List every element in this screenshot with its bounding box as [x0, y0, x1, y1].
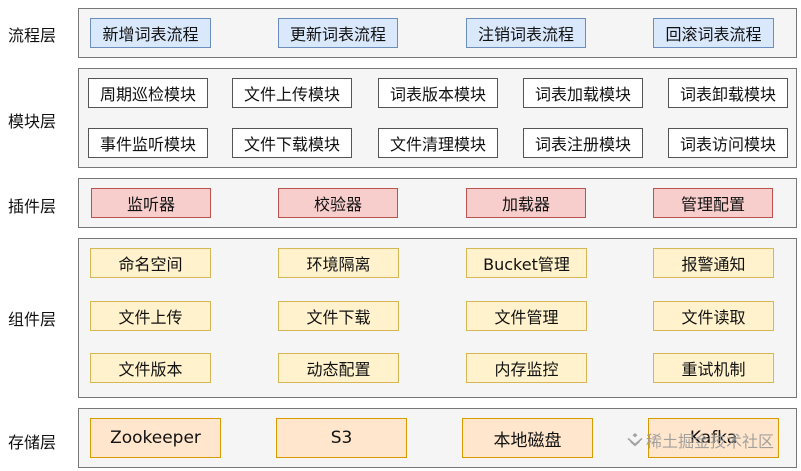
flow-box: 回滚词表流程 [653, 18, 774, 48]
component-layer-label: 组件层 [8, 310, 57, 329]
flow-box: 更新词表流程 [278, 18, 398, 48]
component-box: Bucket管理 [466, 248, 587, 278]
plugin-box: 加载器 [466, 188, 586, 218]
storage-box: 本地磁盘 [462, 418, 593, 458]
component-box: 文件上传 [90, 301, 211, 331]
component-box: 动态配置 [278, 353, 399, 383]
module-box: 词表访问模块 [668, 128, 788, 158]
component-box: 环境隔离 [278, 248, 399, 278]
watermark-text: 稀土掘金技术社区 [646, 432, 775, 451]
module-layer-label: 模块层 [8, 112, 57, 131]
juejin-logo-icon [627, 433, 643, 447]
plugin-box: 校验器 [278, 188, 398, 218]
component-box: 文件版本 [90, 353, 211, 383]
module-box: 事件监听模块 [88, 128, 208, 158]
component-box: 文件下载 [278, 301, 399, 331]
watermark: 稀土掘金技术社区 [627, 428, 774, 452]
module-box: 词表注册模块 [523, 128, 643, 158]
module-box: 词表加载模块 [523, 78, 643, 108]
storage-layer-label: 存储层 [8, 433, 57, 452]
storage-box: S3 [276, 418, 407, 458]
component-box: 报警通知 [653, 248, 774, 278]
flow-layer-label: 流程层 [8, 26, 57, 45]
module-box: 文件上传模块 [232, 78, 352, 108]
plugin-layer-label: 插件层 [8, 197, 57, 216]
module-box: 文件清理模块 [378, 128, 498, 158]
flow-box: 新增词表流程 [90, 18, 211, 48]
module-box: 词表版本模块 [378, 78, 498, 108]
component-box: 内存监控 [466, 353, 587, 383]
flow-box: 注销词表流程 [466, 18, 586, 48]
plugin-box: 监听器 [91, 188, 211, 218]
component-box: 文件管理 [466, 301, 587, 331]
plugin-box: 管理配置 [653, 188, 773, 218]
component-box: 命名空间 [90, 248, 211, 278]
component-box: 文件读取 [653, 301, 774, 331]
module-box: 周期巡检模块 [88, 78, 208, 108]
storage-box: Zookeeper [90, 418, 221, 458]
module-box: 词表卸载模块 [668, 78, 788, 108]
storage-box: Kafka [648, 418, 779, 458]
component-box: 重试机制 [653, 353, 774, 383]
module-box: 文件下载模块 [232, 128, 352, 158]
